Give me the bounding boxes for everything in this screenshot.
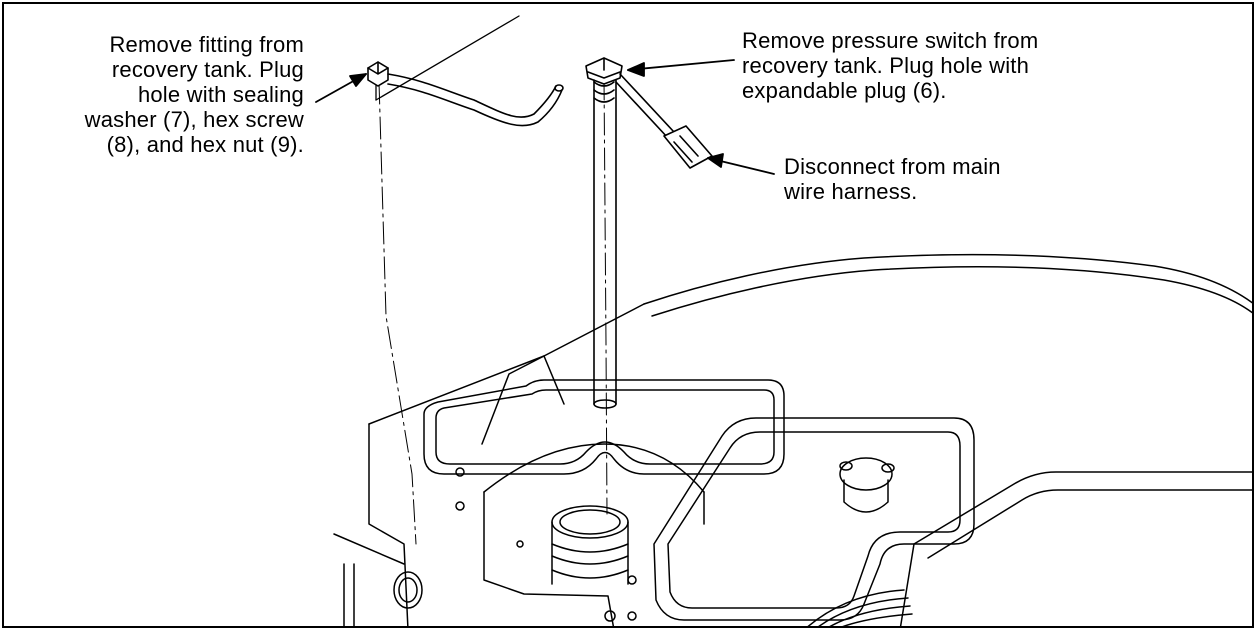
leader-arrows xyxy=(315,59,775,175)
fitting-with-hose xyxy=(367,61,564,127)
pressure-switch-callout-line-1: Remove pressure switch from xyxy=(742,28,1039,53)
fitting-callout-line-1: Remove fitting from xyxy=(109,32,304,57)
harness-callout-line-2: wire harness. xyxy=(784,179,918,204)
fitting-callout: Remove fitting from recovery tank. Plug … xyxy=(85,32,304,157)
pressure-switch-callout-line-2: recovery tank. Plug hole with xyxy=(742,53,1030,78)
pressure-switch-callout-line-3: expandable plug (6). xyxy=(742,78,947,103)
recovery-tank-line-drawing xyxy=(315,15,1252,626)
fitting-callout-line-5: (8), and hex nut (9). xyxy=(106,132,304,157)
tank-wall-edge xyxy=(375,15,520,101)
pressure-switch-callout: Remove pressure switch from recovery tan… xyxy=(742,28,1038,103)
fitting-callout-line-3: hole with sealing xyxy=(137,82,304,107)
fitting-callout-line-4: washer (7), hex screw xyxy=(84,107,304,132)
fitting-callout-line-2: recovery tank. Plug xyxy=(111,57,304,82)
alignment-centerlines xyxy=(378,77,608,545)
harness-callout-line-1: Disconnect from main xyxy=(784,154,1001,179)
recovery-tank-top xyxy=(333,253,1252,626)
pressure-switch-with-tube xyxy=(585,57,713,409)
harness-callout: Disconnect from main wire harness. xyxy=(784,154,1001,204)
